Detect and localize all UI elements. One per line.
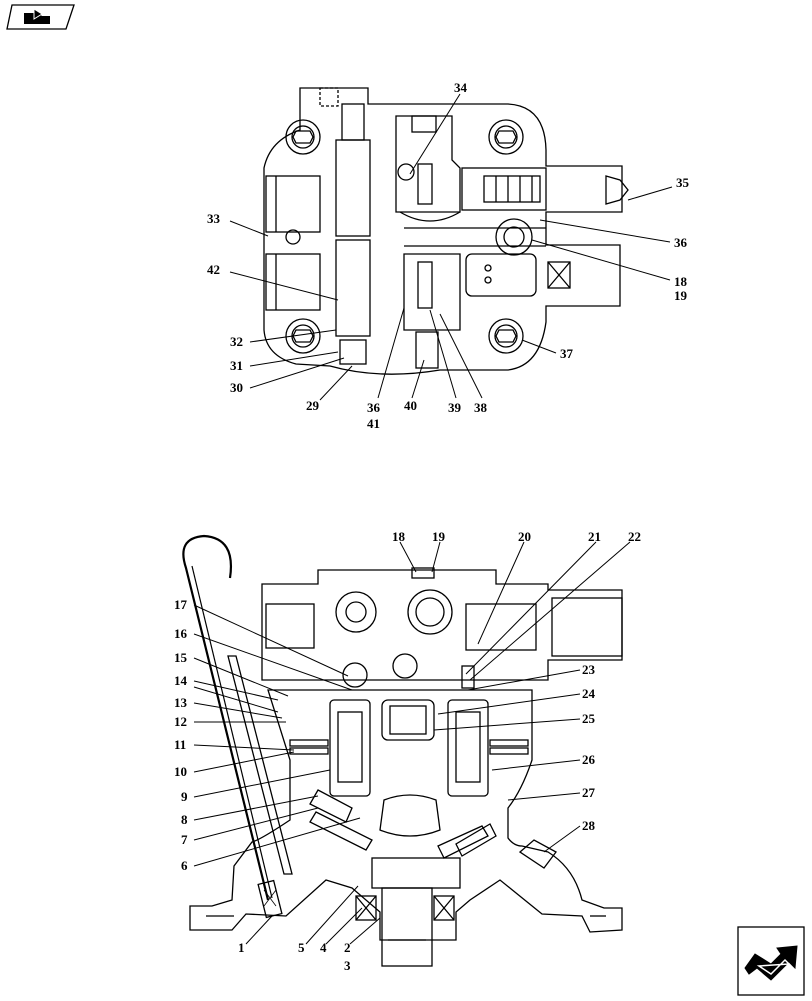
- callout-8: 8: [181, 812, 188, 827]
- callout-30: 30: [230, 380, 243, 395]
- callout-27: 27: [582, 785, 596, 800]
- folder-nav-button[interactable]: [6, 4, 76, 30]
- callout-41: 41: [367, 416, 380, 431]
- callout-42: 42: [207, 262, 220, 277]
- section-view-drawing: [182, 534, 623, 967]
- top-view-drawing: [263, 87, 629, 375]
- return-nav-button[interactable]: [737, 926, 805, 996]
- callout-36: 36: [674, 235, 688, 250]
- callout-9: 9: [181, 789, 188, 804]
- callout-32: 32: [230, 334, 243, 349]
- callout-4: 4: [320, 940, 327, 955]
- callout-22: 22: [628, 529, 641, 544]
- callout-1: 1: [238, 940, 245, 955]
- callout-34: 34: [454, 80, 468, 95]
- callout-23: 23: [582, 662, 596, 677]
- callout-38: 38: [474, 400, 488, 415]
- callout-13: 13: [174, 695, 188, 710]
- callout-20: 20: [518, 529, 531, 544]
- callout-19: 19: [674, 288, 688, 303]
- callout-14: 14: [174, 673, 188, 688]
- callout-29: 29: [306, 398, 320, 413]
- callout-35: 35: [676, 175, 690, 190]
- callout-36-b: 36: [367, 400, 381, 415]
- callout-37: 37: [560, 346, 574, 361]
- callout-39: 39: [448, 400, 462, 415]
- leader-lines: [193, 93, 673, 945]
- callout-6: 6: [181, 858, 188, 873]
- callout-28: 28: [582, 818, 596, 833]
- callout-3: 3: [344, 958, 351, 973]
- callout-26: 26: [582, 752, 596, 767]
- callout-40: 40: [404, 398, 417, 413]
- callout-16: 16: [174, 626, 188, 641]
- callout-18: 18: [674, 274, 688, 289]
- callout-11: 11: [174, 737, 186, 752]
- callout-31: 31: [230, 358, 243, 373]
- callout-24: 24: [582, 686, 596, 701]
- callout-labels: 34 35 33 36 42 18 19 32 37 31 30 29 36 4…: [174, 80, 690, 973]
- callout-19-b: 19: [432, 529, 446, 544]
- callout-7: 7: [181, 832, 188, 847]
- callout-12: 12: [174, 714, 187, 729]
- callout-21: 21: [588, 529, 601, 544]
- callout-10: 10: [174, 764, 187, 779]
- callout-25: 25: [582, 711, 596, 726]
- callout-2: 2: [344, 940, 351, 955]
- callout-5: 5: [298, 940, 305, 955]
- callout-15: 15: [174, 650, 188, 665]
- folder-arrow-icon: [6, 4, 75, 30]
- callout-33: 33: [207, 211, 221, 226]
- callout-17: 17: [174, 597, 188, 612]
- callout-18-b: 18: [392, 529, 406, 544]
- return-arrow-icon: [737, 926, 805, 996]
